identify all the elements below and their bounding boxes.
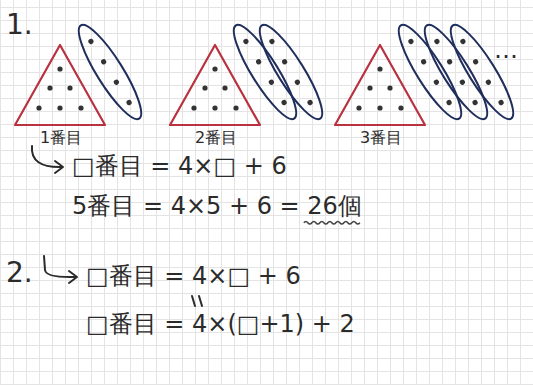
dot-oval (251, 18, 331, 125)
figure-label: 1番目 (40, 128, 82, 147)
dot-oval (225, 18, 305, 125)
formula: □番目 = 4×□ + 6 (86, 262, 301, 291)
equal-mark (192, 296, 195, 306)
arrow-head (55, 161, 63, 173)
item-number: 1. (6, 8, 33, 42)
formula: □番目 = 4×(□+1) + 2 (86, 310, 355, 339)
equal-mark (199, 296, 202, 306)
item-number: 2. (6, 256, 33, 290)
dot-oval (70, 18, 150, 125)
dot-triangle (15, 45, 105, 125)
dot-triangle (335, 45, 425, 125)
dot-oval (442, 18, 522, 125)
hook-arrow (44, 256, 76, 277)
dot-triangle (170, 45, 260, 125)
ellipsis: … (494, 36, 518, 65)
dot-oval (390, 18, 470, 125)
formula: 5番目 = 4×5 + 6 = 26個 (72, 192, 362, 221)
arrow-head (69, 271, 77, 283)
figure-label: 2番目 (195, 128, 237, 147)
wavy-underline (304, 222, 360, 225)
formula: □番目 = 4×□ + 6 (72, 152, 287, 181)
dot-oval (416, 18, 496, 125)
figure-label: 3番目 (360, 128, 402, 147)
